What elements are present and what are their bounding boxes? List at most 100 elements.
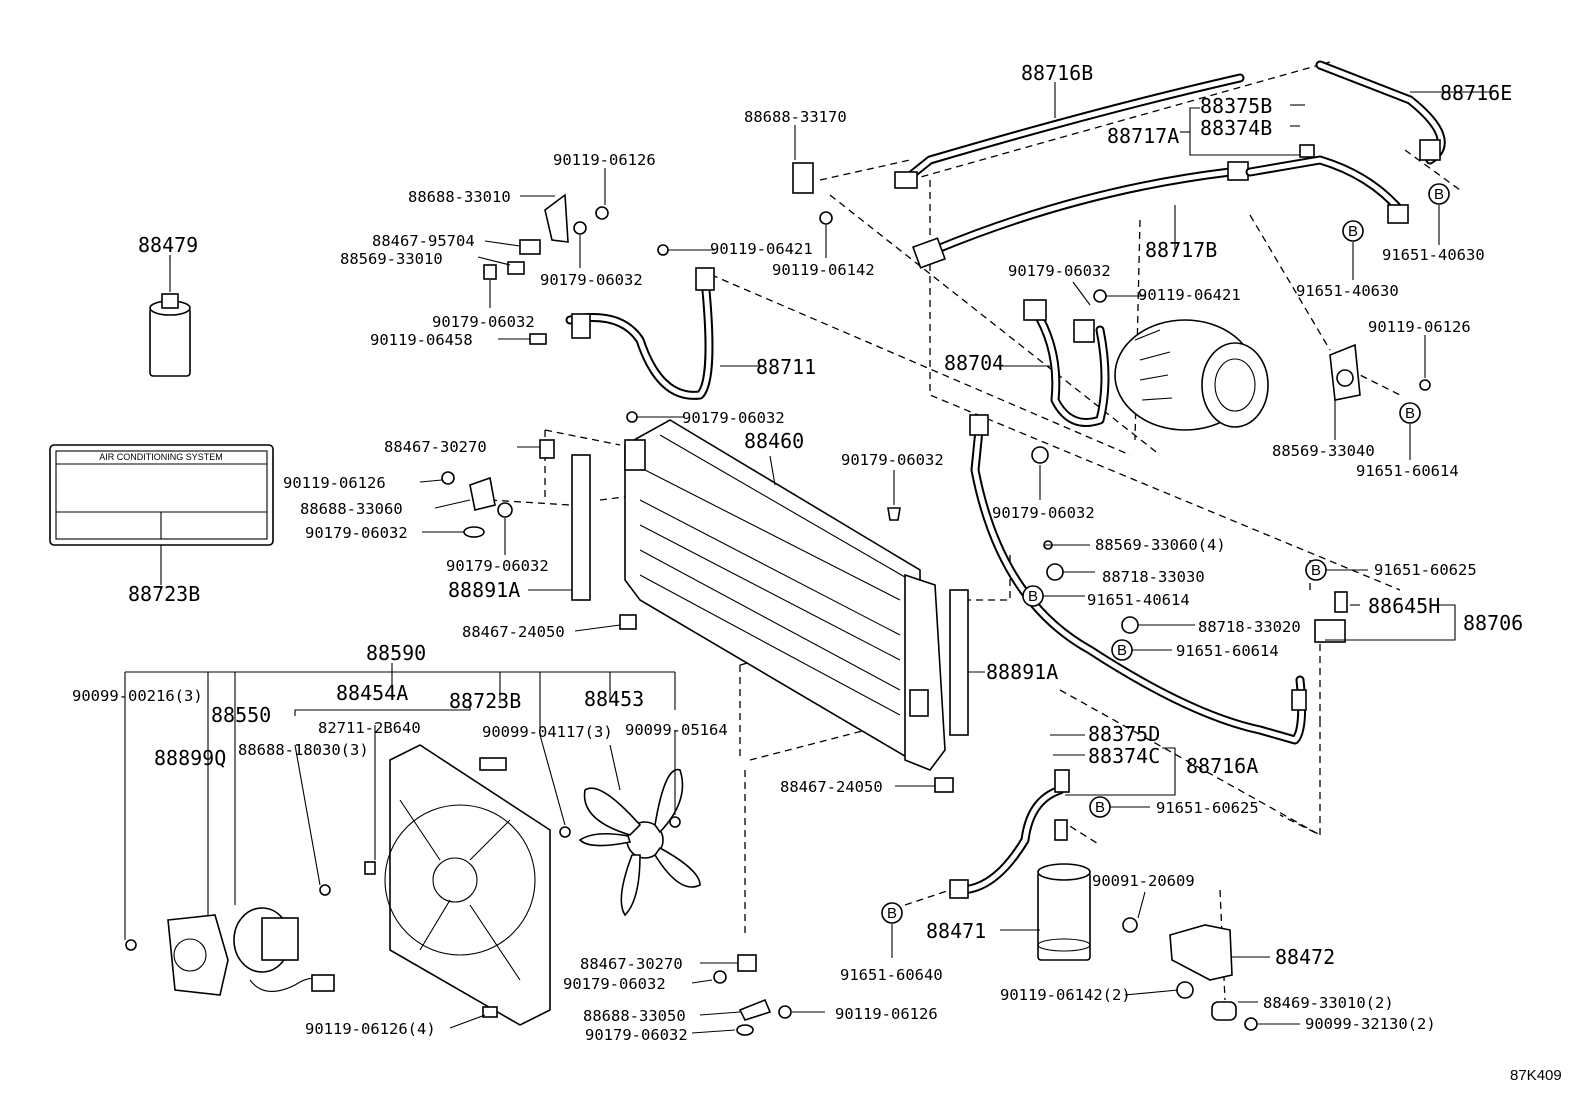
fan-motor-88550 — [125, 861, 498, 1018]
label-90179-06032-h: 90179-06032 — [992, 504, 1095, 522]
label-88469-33010-2: 88469-33010(2) — [1263, 994, 1394, 1012]
condenser-88460 — [624, 419, 946, 771]
label-88688-33060: 88688-33060 — [300, 500, 403, 518]
fan-shroud-88454A — [384, 744, 551, 1026]
b-marker-icon: B — [1022, 585, 1044, 607]
b-marker-icon: B — [881, 902, 903, 924]
label-90119-06126-4: 90119-06126(4) — [305, 1020, 436, 1038]
discharge-hoses — [894, 60, 1446, 269]
diagram-code: 87K409 — [1510, 1067, 1562, 1084]
ac-label-card-88723B: AIR CONDITIONING SYSTEM — [49, 444, 274, 585]
suction-hose-88711 — [565, 267, 715, 400]
condenser-fasteners — [441, 411, 1049, 793]
label-91651-40630-b: 91651-40630 — [1296, 282, 1399, 300]
svg-text:B: B — [1095, 799, 1105, 816]
label-88453: 88453 — [584, 687, 644, 711]
label-88688-18030-3: 88688-18030(3) — [238, 741, 369, 759]
label-88374B: 88374B — [1200, 116, 1272, 140]
label-90091-20609: 90091-20609 — [1092, 872, 1195, 890]
label-90179-06032-i: 90179-06032 — [563, 975, 666, 993]
label-88716B: 88716B — [1021, 61, 1093, 85]
receiver-bracket-88472 — [1122, 917, 1258, 1031]
b-marker-icon: B — [1089, 796, 1111, 818]
receiver-cylinder-88479 — [149, 255, 191, 377]
label-88688-33170: 88688-33170 — [744, 108, 847, 126]
label-90099-32130-2: 90099-32130(2) — [1305, 1015, 1436, 1033]
label-90119-06421-b: 90119-06421 — [1138, 286, 1241, 304]
b-marker-icon: B — [1428, 183, 1450, 205]
label-88467-95704: 88467-95704 — [372, 232, 475, 250]
label-88590: 88590 — [366, 641, 426, 665]
label-91651-60614-a: 91651-60614 — [1356, 462, 1459, 480]
label-90119-06126-d: 90119-06126 — [835, 1005, 938, 1023]
label-90119-06126-c: 90119-06126 — [283, 474, 386, 492]
label-88479: 88479 — [138, 233, 198, 257]
label-90099-04117-3: 90099-04117(3) — [482, 723, 613, 741]
label-88891A-a: 88891A — [448, 578, 520, 602]
label-91651-60625-a: 91651-60625 — [1374, 561, 1477, 579]
label-90099-00216-3: 90099-00216(3) — [72, 687, 203, 705]
lower-brackets — [713, 954, 792, 1036]
label-88718-33030: 88718-33030 — [1102, 568, 1205, 586]
label-90179-06032-g: 90179-06032 — [841, 451, 944, 469]
label-90179-06032-f: 90179-06032 — [446, 557, 549, 575]
label-91651-60614-b: 91651-60614 — [1176, 642, 1279, 660]
label-88688-33010: 88688-33010 — [408, 188, 511, 206]
label-88467-30270-b: 88467-30270 — [580, 955, 683, 973]
liquid-line-88716A — [949, 414, 1307, 899]
b-marker-icon: B — [1111, 639, 1133, 661]
fan-blade-88453 — [559, 768, 701, 917]
label-91651-40614: 91651-40614 — [1087, 591, 1190, 609]
label-88569-33010: 88569-33010 — [340, 250, 443, 268]
svg-text:B: B — [1348, 223, 1358, 240]
label-91651-40630-a: 91651-40630 — [1382, 246, 1485, 264]
label-88460: 88460 — [744, 429, 804, 453]
label-88467-24050-a: 88467-24050 — [462, 623, 565, 641]
label-88716A: 88716A — [1186, 754, 1258, 778]
label-88645H: 88645H — [1368, 594, 1440, 618]
label-90179-06032-e: 90179-06032 — [305, 524, 408, 542]
svg-text:B: B — [1028, 588, 1038, 605]
label-90119-06421-a: 90119-06421 — [710, 240, 813, 258]
svg-text:B: B — [1434, 186, 1444, 203]
label-88891A-b: 88891A — [986, 660, 1058, 684]
label-90119-06142-2: 90119-06142(2) — [1000, 986, 1131, 1004]
label-88569-33040: 88569-33040 — [1272, 442, 1375, 460]
label-88569-33060-4: 88569-33060(4) — [1095, 536, 1226, 554]
label-88467-30270-a: 88467-30270 — [384, 438, 487, 456]
label-90119-06142-a: 90119-06142 — [772, 261, 875, 279]
label-88899Q: 88899Q — [154, 746, 226, 770]
label-90119-06126-a: 90119-06126 — [553, 151, 656, 169]
label-88471: 88471 — [926, 919, 986, 943]
label-88472: 88472 — [1275, 945, 1335, 969]
label-90119-06126-b: 90119-06126 — [1368, 318, 1471, 336]
label-88716E: 88716E — [1440, 81, 1512, 105]
label-88704: 88704 — [944, 351, 1004, 375]
b-marker-icon: B — [1305, 559, 1327, 581]
label-88688-33050: 88688-33050 — [583, 1007, 686, 1025]
label-88723B-a: 88723B — [128, 582, 200, 606]
bracket-88569-33040 — [1329, 343, 1431, 401]
seal-strips-88891A — [571, 454, 969, 736]
label-91651-60625-b: 91651-60625 — [1156, 799, 1259, 817]
label-88374C: 88374C — [1088, 744, 1160, 768]
label-88718-33020: 88718-33020 — [1198, 618, 1301, 636]
b-markers: B B B B B B B B — [881, 183, 1450, 924]
label-88717A: 88717A — [1107, 124, 1179, 148]
label-88454A: 88454A — [336, 681, 408, 705]
leader-lines — [124, 82, 1490, 1034]
label-88723B-b: 88723B — [449, 689, 521, 713]
label-90179-06032-j: 90179-06032 — [585, 1026, 688, 1044]
label-88717B: 88717B — [1145, 238, 1217, 262]
label-90179-06032-d: 90179-06032 — [682, 409, 785, 427]
label-88375D: 88375D — [1088, 722, 1160, 746]
label-88711: 88711 — [756, 355, 816, 379]
label-card-title: AIR CONDITIONING SYSTEM — [99, 452, 223, 462]
label-88375B: 88375B — [1200, 94, 1272, 118]
b-marker-icon: B — [1342, 220, 1364, 242]
label-88467-24050-b: 88467-24050 — [780, 778, 883, 796]
svg-text:B: B — [1117, 642, 1127, 659]
label-90179-06032-c: 90179-06032 — [1008, 262, 1111, 280]
label-90099-05164: 90099-05164 — [625, 721, 728, 739]
